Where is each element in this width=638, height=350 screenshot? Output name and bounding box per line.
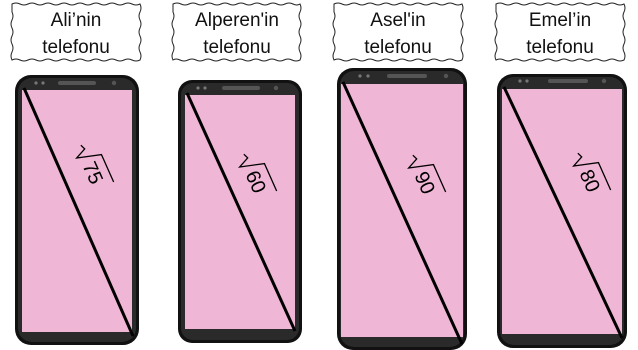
label-box-ali <box>10 2 142 62</box>
smartphone-icon <box>497 74 627 348</box>
smartphone-icon <box>15 75 139 345</box>
phone-card-emel: Emel’in telefonu 80 <box>494 2 627 348</box>
owner-suffix-ali: telefonu <box>42 37 110 58</box>
smartphone-icon <box>178 80 302 343</box>
diagonal-line-alperen <box>185 92 297 332</box>
owner-name-emel: Emel’in <box>529 10 591 31</box>
diagonal-line-asel <box>341 81 464 345</box>
phone-card-asel: Asel'in telefonu 90 <box>332 2 467 350</box>
diagonal-line-ali <box>22 87 135 337</box>
owner-name-alperen: Alperen'in <box>195 10 279 31</box>
owner-suffix-emel: telefonu <box>526 37 594 58</box>
smartphone-icon <box>337 68 467 350</box>
label-box-alperen <box>171 2 302 62</box>
owner-name-asel: Asel'in <box>370 10 425 31</box>
owner-suffix-alperen: telefonu <box>203 37 271 58</box>
diagonal-line-emel <box>502 86 624 339</box>
owner-suffix-asel: telefonu <box>364 37 432 58</box>
owner-name-ali: Ali’nin <box>51 10 102 31</box>
phone-card-alperen: Alperen'in telefonu 60 <box>171 2 302 343</box>
phone-card-ali: Ali’nin telefonu 75 <box>10 2 142 345</box>
label-box-emel <box>494 2 626 62</box>
label-box-asel <box>332 2 464 62</box>
